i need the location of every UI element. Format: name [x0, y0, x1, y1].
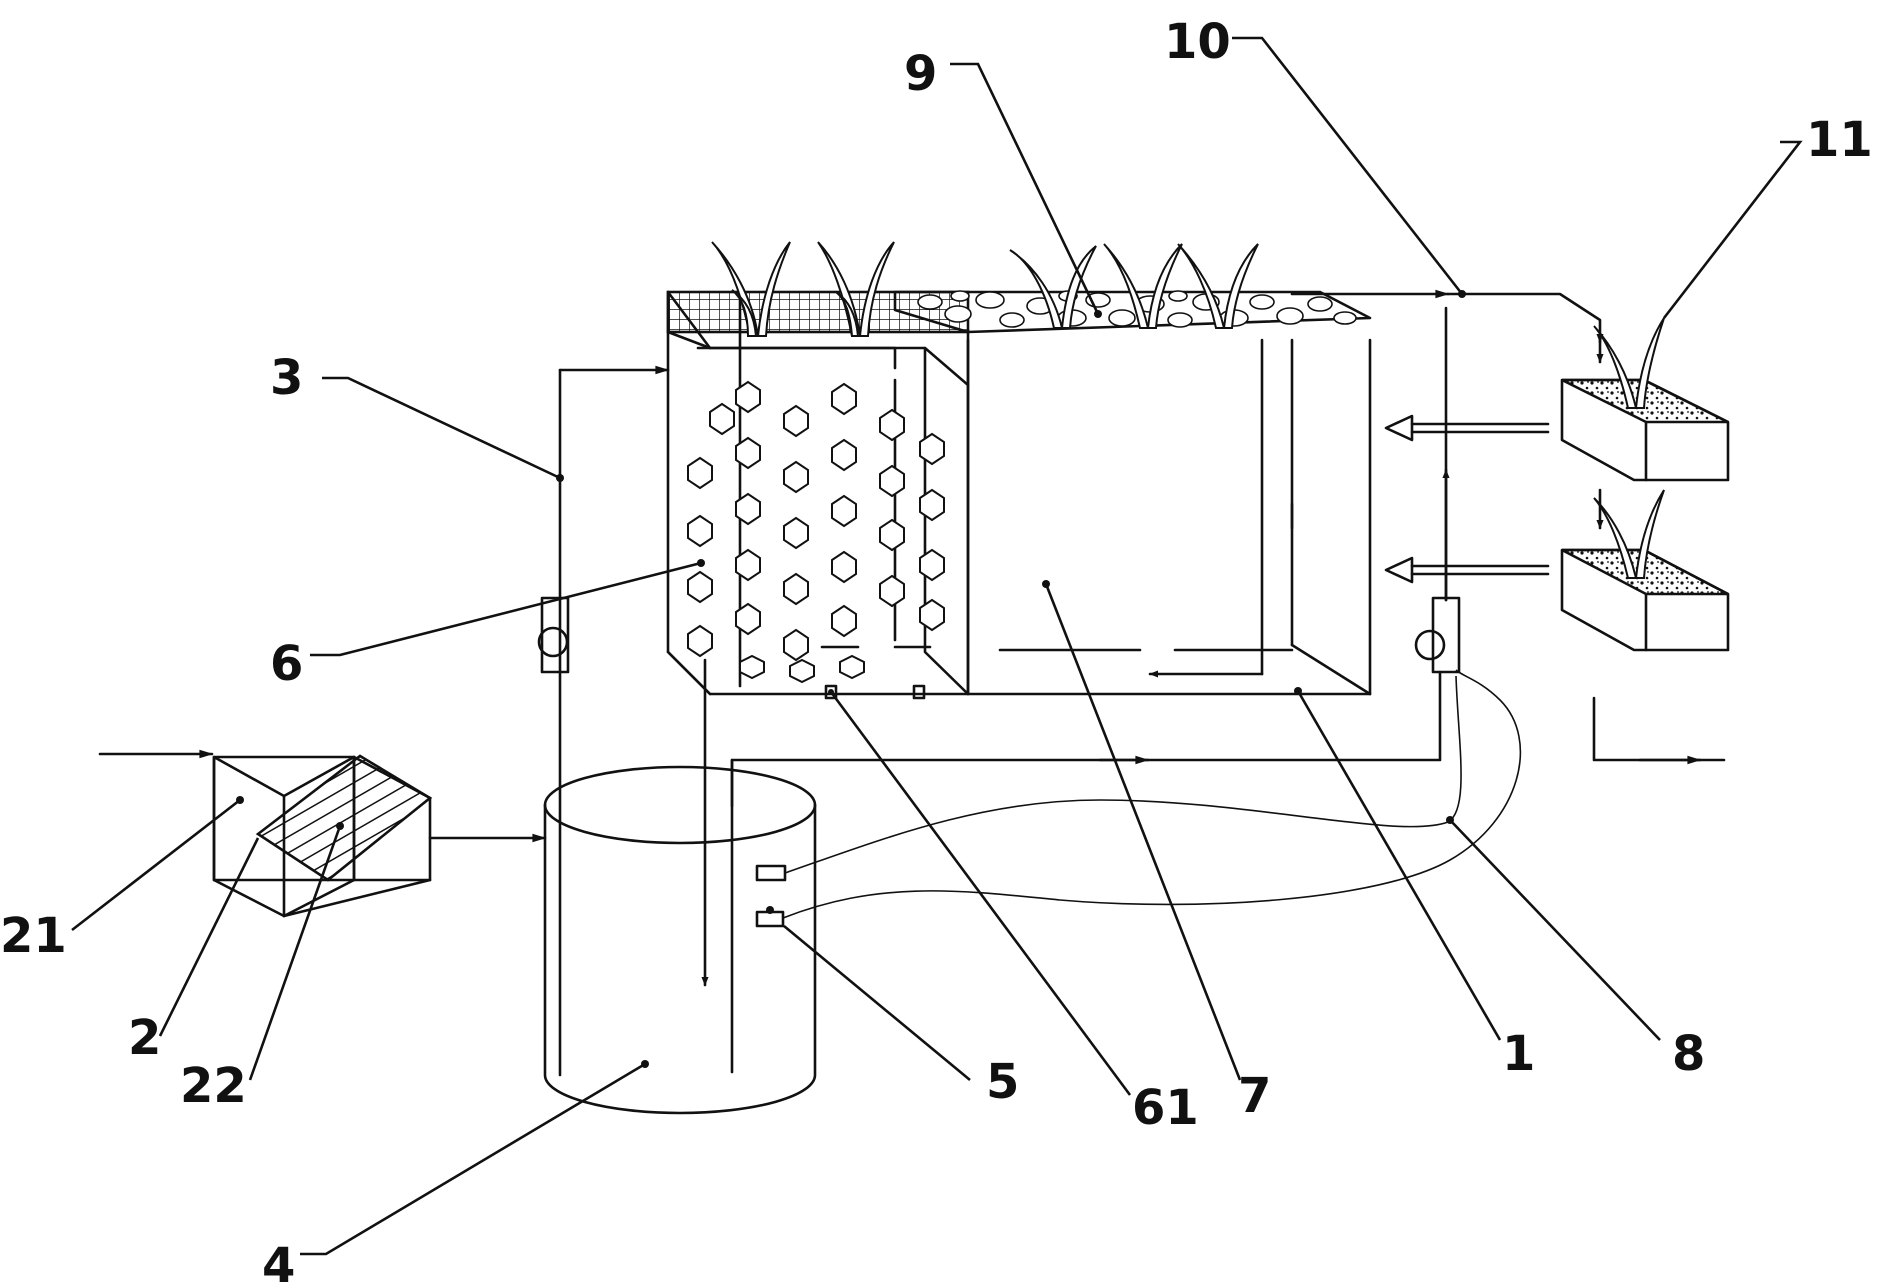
grid-mesh	[666, 290, 970, 334]
label-1: 1	[1502, 1026, 1535, 1082]
treatment-tank	[666, 290, 970, 700]
label-6: 6	[270, 636, 303, 692]
plant-5	[1177, 243, 1259, 329]
honeycomb-media	[687, 380, 945, 684]
label-4: 4	[262, 1238, 295, 1288]
planter-boxes	[1384, 317, 1730, 765]
pump-line-3	[537, 365, 670, 674]
label-22: 22	[180, 1058, 247, 1114]
label-11: 11	[1806, 112, 1873, 168]
label-9: 9	[904, 46, 937, 102]
leader-lines	[71, 36, 1803, 1256]
label-8: 8	[1672, 1026, 1705, 1082]
reference-numerals: 3 6 21 2 22 4 5 61 7 1 8 9 10 11	[0, 14, 1873, 1288]
return-line	[730, 596, 1522, 919]
pretreatment-box	[98, 749, 547, 918]
label-3: 3	[270, 350, 303, 406]
aquatic-plants	[711, 241, 1259, 337]
label-61: 61	[1132, 1080, 1199, 1136]
settling-chamber	[966, 338, 1372, 696]
label-10: 10	[1164, 14, 1231, 70]
flow-arrows	[1384, 414, 1550, 584]
plant-2	[817, 241, 895, 337]
outlet-pipe	[1290, 289, 1604, 602]
planter-top	[1560, 317, 1730, 482]
plant-1	[711, 241, 791, 337]
storage-tank	[543, 368, 817, 1115]
plant-4	[1103, 243, 1183, 329]
label-2: 2	[128, 1010, 161, 1066]
plant-3	[1009, 245, 1097, 329]
planter-bottom	[1560, 488, 1730, 652]
label-7: 7	[1238, 1068, 1271, 1124]
label-5: 5	[986, 1054, 1019, 1110]
sensor-lower	[755, 910, 785, 928]
label-21: 21	[0, 908, 67, 964]
sensor-upper	[755, 864, 787, 882]
